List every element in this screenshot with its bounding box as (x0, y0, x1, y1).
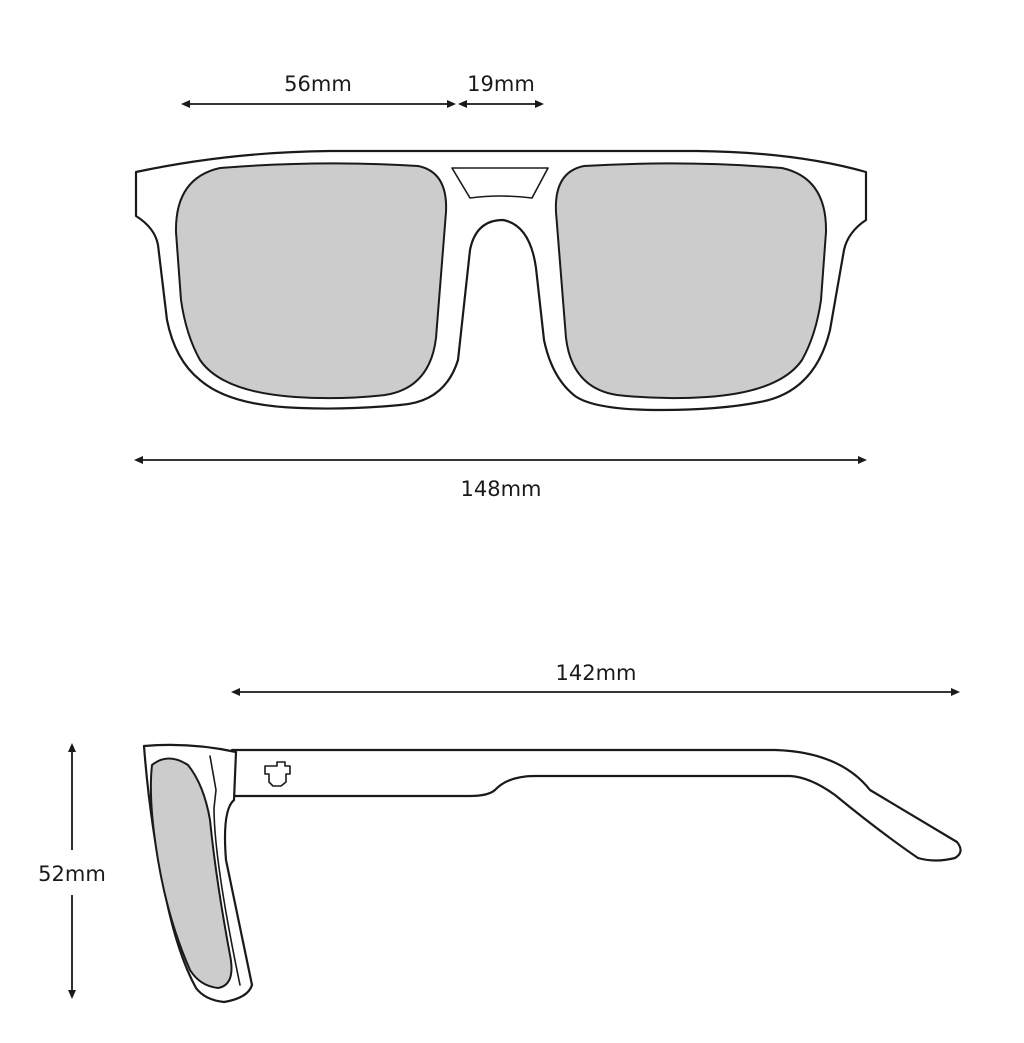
temple-length-label: 142mm (556, 661, 637, 685)
front-view (134, 149, 868, 412)
cross-logo-icon (264, 761, 291, 787)
lens-height-label: 52mm (38, 862, 106, 886)
lens-height-dimension: 52mm (38, 743, 106, 999)
left-lens (174, 162, 448, 400)
side-view (142, 743, 962, 1004)
bridge-width-dimension: 19mm (458, 72, 544, 108)
lens-width-label: 56mm (284, 72, 352, 96)
side-lens (149, 757, 233, 989)
right-lens (554, 162, 828, 400)
hinge-seam (209, 755, 241, 986)
frame-width-label: 148mm (461, 477, 542, 501)
temple-arm (230, 748, 962, 862)
lens-width-dimension: 56mm (181, 72, 456, 108)
frame-width-dimension: 148mm (134, 456, 867, 501)
front-bridge-bar (451, 167, 549, 199)
bridge-width-label: 19mm (467, 72, 535, 96)
temple-length-dimension: 142mm (231, 661, 960, 696)
